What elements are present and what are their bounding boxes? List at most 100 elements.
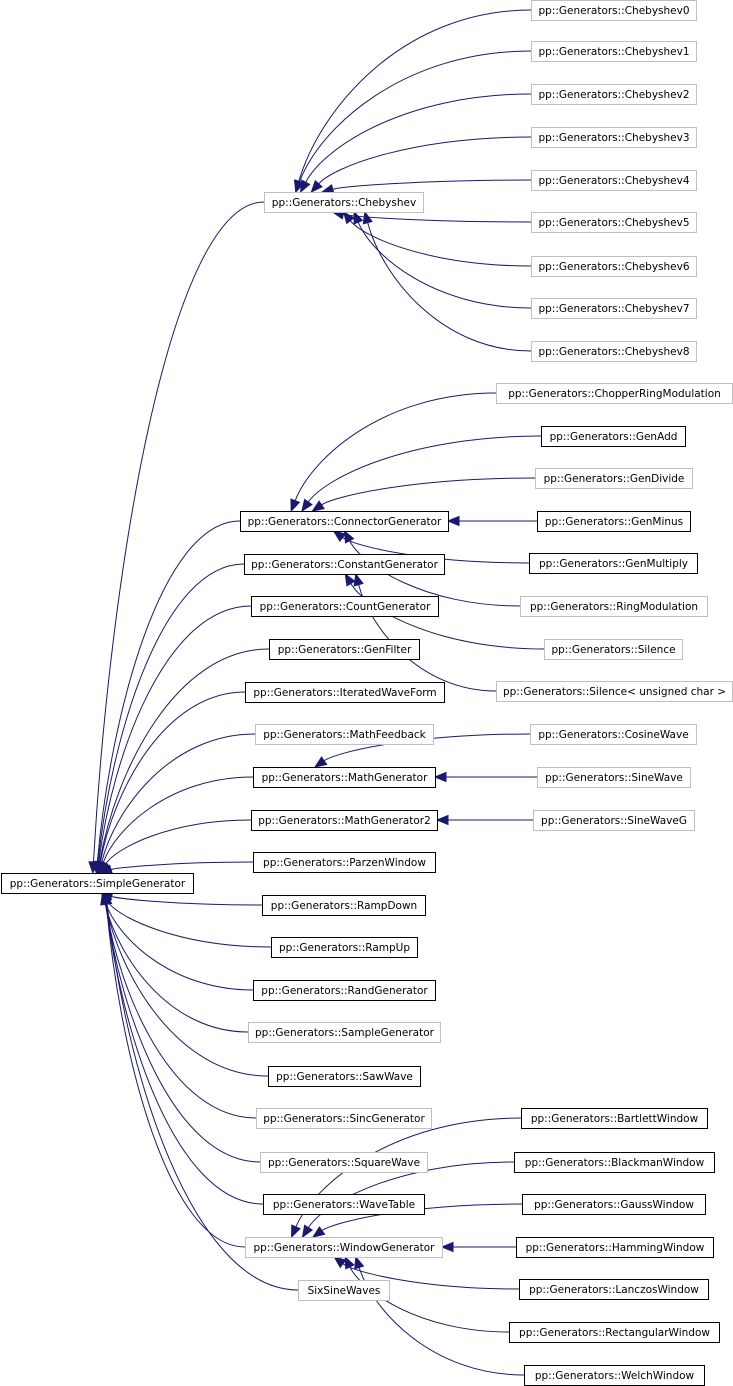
class-node-lanczos[interactable]: pp::Generators::LanczosWindow bbox=[519, 1279, 709, 1300]
node-box bbox=[240, 511, 449, 532]
class-node-bartlett[interactable]: pp::Generators::BartlettWindow bbox=[521, 1108, 708, 1129]
class-node-genfilter[interactable]: pp::Generators::GenFilter bbox=[269, 639, 420, 660]
class-node-cosine[interactable]: pp::Generators::CosineWave bbox=[530, 724, 697, 745]
edge-genminus-to-connector bbox=[446, 515, 538, 527]
class-node-sine[interactable]: pp::Generators::SineWave bbox=[537, 767, 691, 788]
class-node-silencechar[interactable]: pp::Generators::Silence< unsigned char > bbox=[496, 681, 733, 702]
edge-mathgen-to-simple bbox=[98, 776, 254, 875]
node-label: pp::Generators::CountGenerator bbox=[260, 601, 431, 613]
node-box bbox=[260, 1152, 428, 1173]
class-node-window[interactable]: pp::Generators::WindowGenerator bbox=[245, 1237, 443, 1258]
class-node-mathfeedback[interactable]: pp::Generators::MathFeedback bbox=[255, 724, 434, 745]
class-node-blackman[interactable]: pp::Generators::BlackmanWindow bbox=[514, 1152, 715, 1173]
class-node-saw[interactable]: pp::Generators::SawWave bbox=[268, 1066, 421, 1087]
class-node-chopper[interactable]: pp::Generators::ChopperRingModulation bbox=[496, 383, 733, 404]
class-node-parzen[interactable]: pp::Generators::ParzenWindow bbox=[253, 852, 436, 873]
class-node-cheb8[interactable]: pp::Generators::Chebyshev8 bbox=[531, 341, 697, 362]
node-box bbox=[519, 1279, 709, 1300]
class-node-mathgen[interactable]: pp::Generators::MathGenerator bbox=[253, 767, 436, 788]
class-node-cheb3[interactable]: pp::Generators::Chebyshev3 bbox=[531, 127, 697, 148]
node-label: pp::Generators::SquareWave bbox=[268, 1157, 420, 1169]
class-node-cheb6[interactable]: pp::Generators::Chebyshev6 bbox=[531, 256, 697, 277]
class-node-mathgen2[interactable]: pp::Generators::MathGenerator2 bbox=[251, 810, 438, 831]
node-box bbox=[251, 810, 438, 831]
class-node-ringmod[interactable]: pp::Generators::RingModulation bbox=[520, 596, 708, 617]
edge-gendivide-to-connector bbox=[311, 477, 536, 512]
class-node-cheb7[interactable]: pp::Generators::Chebyshev7 bbox=[531, 298, 697, 319]
class-node-cheb4[interactable]: pp::Generators::Chebyshev4 bbox=[531, 170, 697, 191]
edge-cheb8-to-chebyshev bbox=[362, 210, 532, 352]
class-node-iterated[interactable]: pp::Generators::IteratedWaveForm bbox=[245, 682, 445, 703]
node-label: pp::Generators::SimpleGenerator bbox=[10, 878, 186, 890]
class-node-gendivide[interactable]: pp::Generators::GenDivide bbox=[535, 468, 693, 489]
class-node-cheb0[interactable]: pp::Generators::Chebyshev0 bbox=[531, 0, 697, 21]
node-box bbox=[531, 170, 697, 191]
node-label: pp::Generators::GenFilter bbox=[278, 644, 412, 656]
node-label: pp::Generators::Chebyshev1 bbox=[538, 46, 689, 58]
class-node-constant[interactable]: pp::Generators::ConstantGenerator bbox=[244, 554, 445, 575]
node-label: pp::Generators::Chebyshev8 bbox=[538, 346, 689, 358]
node-box bbox=[268, 1066, 421, 1087]
class-node-rampdown[interactable]: pp::Generators::RampDown bbox=[262, 895, 426, 916]
edge-rectangular-to-window bbox=[344, 1255, 510, 1333]
node-box bbox=[529, 553, 698, 574]
class-node-sineg[interactable]: pp::Generators::SineWaveG bbox=[533, 810, 695, 831]
node-box bbox=[531, 256, 697, 277]
node-box bbox=[520, 596, 708, 617]
node-box bbox=[537, 767, 691, 788]
node-box bbox=[531, 212, 697, 233]
class-node-simple[interactable]: pp::Generators::SimpleGenerator bbox=[1, 873, 194, 894]
node-label: pp::Generators::GenDivide bbox=[544, 473, 685, 485]
node-box bbox=[245, 1237, 443, 1258]
class-node-square[interactable]: pp::Generators::SquareWave bbox=[260, 1152, 428, 1173]
class-node-sample[interactable]: pp::Generators::SampleGenerator bbox=[248, 1022, 441, 1043]
edge-iterated-to-simple bbox=[95, 691, 246, 875]
class-node-genminus[interactable]: pp::Generators::GenMinus bbox=[537, 511, 691, 532]
class-node-wavetable[interactable]: pp::Generators::WaveTable bbox=[263, 1194, 425, 1215]
class-node-rand[interactable]: pp::Generators::RandGenerator bbox=[253, 980, 436, 1001]
inheritance-edges bbox=[88, 9, 545, 1376]
edge-window-to-simple bbox=[101, 891, 246, 1248]
node-label: pp::Generators::ConnectorGenerator bbox=[248, 516, 442, 528]
node-box bbox=[264, 192, 424, 213]
class-node-gauss[interactable]: pp::Generators::GaussWindow bbox=[522, 1194, 706, 1215]
node-label: pp::Generators::Chebyshev6 bbox=[538, 261, 689, 273]
node-label: pp::Generators::BlackmanWindow bbox=[525, 1157, 705, 1169]
class-node-hamming[interactable]: pp::Generators::HammingWindow bbox=[516, 1237, 714, 1258]
edge-count-to-simple bbox=[93, 605, 252, 875]
node-label: pp::Generators::Chebyshev0 bbox=[538, 5, 689, 17]
class-node-sinc[interactable]: pp::Generators::SincGenerator bbox=[256, 1108, 432, 1129]
class-node-welch[interactable]: pp::Generators::WelchWindow bbox=[524, 1365, 705, 1386]
class-node-chebyshev[interactable]: pp::Generators::Chebyshev bbox=[264, 192, 424, 213]
node-box bbox=[516, 1237, 714, 1258]
class-node-genadd[interactable]: pp::Generators::GenAdd bbox=[541, 426, 686, 447]
node-label: pp::Generators::ConstantGenerator bbox=[251, 559, 438, 571]
class-node-cheb5[interactable]: pp::Generators::Chebyshev5 bbox=[531, 212, 697, 233]
edge-rampdown-to-simple bbox=[99, 891, 263, 906]
class-node-connector[interactable]: pp::Generators::ConnectorGenerator bbox=[240, 511, 449, 532]
edge-cheb1-to-chebyshev bbox=[294, 50, 532, 194]
class-node-rampup[interactable]: pp::Generators::RampUp bbox=[271, 937, 418, 958]
node-label: pp::Generators::Silence bbox=[551, 644, 675, 656]
node-box bbox=[253, 852, 436, 873]
class-node-cheb1[interactable]: pp::Generators::Chebyshev1 bbox=[531, 41, 697, 62]
node-label: pp::Generators::RandGenerator bbox=[261, 985, 428, 997]
class-node-sixsine[interactable]: SixSineWaves bbox=[298, 1280, 390, 1301]
class-node-rectangular[interactable]: pp::Generators::RectangularWindow bbox=[509, 1322, 720, 1343]
node-label: pp::Generators::RectangularWindow bbox=[519, 1327, 710, 1339]
node-label: SixSineWaves bbox=[308, 1285, 381, 1297]
class-node-silence[interactable]: pp::Generators::Silence bbox=[544, 639, 683, 660]
node-label: pp::Generators::SampleGenerator bbox=[255, 1027, 435, 1039]
edge-chebyshev-to-simple bbox=[88, 201, 265, 875]
class-node-cheb2[interactable]: pp::Generators::Chebyshev2 bbox=[531, 84, 697, 105]
node-box bbox=[269, 639, 420, 660]
node-label: pp::Generators::HammingWindow bbox=[526, 1242, 705, 1254]
edge-square-to-simple bbox=[100, 891, 261, 1163]
class-node-genmultiply[interactable]: pp::Generators::GenMultiply bbox=[529, 553, 698, 574]
class-node-count[interactable]: pp::Generators::CountGenerator bbox=[251, 596, 439, 617]
node-label: pp::Generators::MathGenerator bbox=[262, 772, 429, 784]
node-box bbox=[533, 810, 695, 831]
edge-rampup-to-simple bbox=[100, 891, 272, 948]
edge-mathfeedback-to-simple bbox=[96, 733, 256, 875]
